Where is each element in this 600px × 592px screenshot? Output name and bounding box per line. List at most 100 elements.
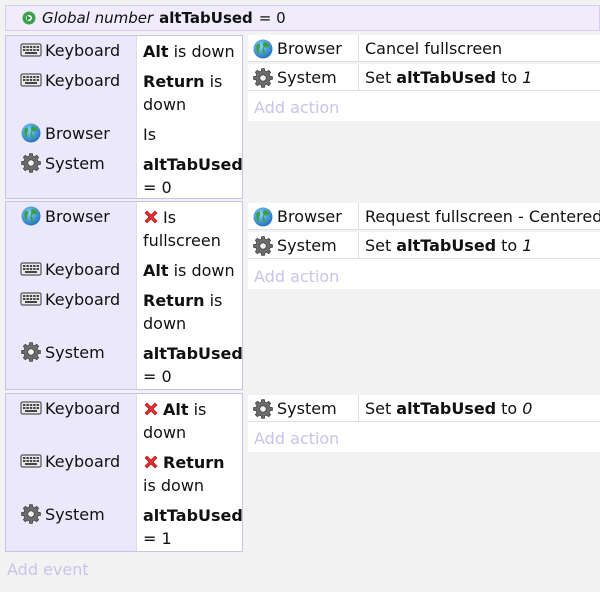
global-variable-value: = 0 (258, 9, 286, 27)
condition-object: Keyboard (45, 398, 121, 418)
action-mid: to (501, 236, 518, 255)
add-event-link[interactable]: Add event (7, 560, 89, 579)
globe-icon (22, 11, 36, 25)
condition-object: System (45, 153, 105, 173)
condition-text: is down (143, 400, 207, 442)
globe-icon (252, 206, 274, 228)
condition[interactable]: Keyboard Return is down (6, 66, 242, 119)
condition-bold: Return (163, 453, 225, 472)
condition-object: Browser (45, 206, 110, 226)
condition[interactable]: System altTabUsed = 0 (6, 338, 243, 389)
condition[interactable]: Browser Is fullscreen (6, 119, 242, 167)
conditions-panel[interactable]: Keyboard Alt is down Keyboard Return is … (5, 393, 243, 552)
keyboard-icon (20, 258, 42, 280)
condition-bold: Alt (163, 400, 189, 419)
action-value: 0 (522, 399, 533, 418)
keyboard-icon (20, 69, 42, 91)
add-action-link[interactable]: Add action (254, 429, 340, 448)
keyboard-icon (20, 397, 42, 419)
condition-bold: altTabUsed (143, 506, 243, 525)
gear-icon (20, 152, 42, 174)
globe-icon (252, 38, 274, 60)
condition-object: Keyboard (45, 40, 121, 60)
condition-text: = 1 (143, 529, 172, 548)
invert-x-icon (143, 401, 159, 417)
condition-text: is down (143, 72, 223, 114)
action-object: Browser (277, 207, 342, 226)
action-prefix: Set (365, 68, 392, 87)
condition[interactable]: Keyboard Return is down (6, 447, 242, 500)
condition-text: is down (173, 261, 235, 280)
condition-text: = 0 (143, 178, 172, 197)
action-object: System (277, 399, 337, 418)
condition-object: System (45, 504, 105, 524)
condition-bold: altTabUsed (143, 155, 243, 174)
condition-bold: altTabUsed (143, 344, 243, 363)
action-object: System (277, 236, 337, 255)
condition[interactable]: System altTabUsed = 0 (6, 149, 243, 198)
conditions-panel[interactable]: Browser Is fullscreen Keyboard Alt is do… (5, 201, 243, 390)
condition[interactable]: Browser Is fullscreen (6, 202, 242, 255)
globe-icon (20, 122, 42, 144)
add-action-link[interactable]: Add action (254, 98, 340, 117)
action-value: 1 (522, 68, 533, 87)
action-mid: to (501, 399, 518, 418)
condition[interactable]: Keyboard Return is down (6, 285, 242, 338)
condition-object: Keyboard (45, 70, 121, 90)
gear-icon (252, 67, 274, 89)
keyboard-icon (20, 39, 42, 61)
condition-object: Browser (45, 123, 110, 143)
condition-object: System (45, 342, 105, 362)
event-block[interactable]: Keyboard Alt is down Keyboard Return is … (5, 393, 600, 553)
condition-object: Keyboard (45, 451, 121, 471)
invert-x-icon (143, 209, 159, 225)
action-object: Browser (277, 39, 342, 58)
global-variable-kind: Global number (42, 9, 154, 27)
condition[interactable]: Keyboard Alt is down (6, 36, 242, 66)
condition[interactable]: Keyboard Alt is down (6, 394, 242, 447)
condition-text: = 0 (143, 367, 172, 386)
action-prefix: Set (365, 236, 392, 255)
condition-object: Keyboard (45, 289, 121, 309)
action-text: Cancel fullscreen (365, 39, 503, 58)
condition-bold: Return (143, 291, 205, 310)
gear-icon (20, 341, 42, 363)
action[interactable]: Browser Request fullscreen - Centered (248, 203, 600, 230)
event-block[interactable]: Keyboard Alt is down Keyboard Return is … (5, 35, 600, 200)
action-object: System (277, 68, 337, 87)
gear-icon (252, 398, 274, 420)
action-bold: altTabUsed (396, 236, 497, 255)
globe-icon (20, 205, 42, 227)
condition-text: Is fullscreen (143, 208, 221, 250)
keyboard-icon (20, 450, 42, 472)
add-action-link[interactable]: Add action (254, 267, 340, 286)
action-prefix: Set (365, 399, 392, 418)
global-variable-row[interactable]: Global number altTabUsed = 0 (5, 5, 600, 31)
condition-bold: Return (143, 72, 205, 91)
global-variable-name: altTabUsed (159, 9, 253, 27)
condition-text: is down (173, 42, 235, 61)
keyboard-icon (20, 288, 42, 310)
add-action-row (248, 422, 600, 452)
condition-text: is down (143, 476, 205, 495)
action-text: Request fullscreen - Centered (365, 207, 600, 226)
action-value: 1 (522, 236, 533, 255)
invert-x-icon (143, 454, 159, 470)
action-bold: altTabUsed (396, 68, 497, 87)
action[interactable]: Browser Cancel fullscreen (248, 35, 600, 62)
add-action-row (248, 259, 600, 289)
event-block[interactable]: Browser Is fullscreen Keyboard Alt is do… (5, 201, 600, 391)
condition-text: is down (143, 291, 223, 333)
condition[interactable]: System altTabUsed = 1 (6, 500, 243, 551)
conditions-panel[interactable]: Keyboard Alt is down Keyboard Return is … (5, 35, 243, 199)
condition-bold: Alt (143, 42, 169, 61)
condition-bold: Alt (143, 261, 169, 280)
action-mid: to (501, 68, 518, 87)
gear-icon (252, 235, 274, 257)
condition[interactable]: Keyboard Alt is down (6, 255, 242, 285)
gear-icon (20, 503, 42, 525)
condition-object: Keyboard (45, 259, 121, 279)
